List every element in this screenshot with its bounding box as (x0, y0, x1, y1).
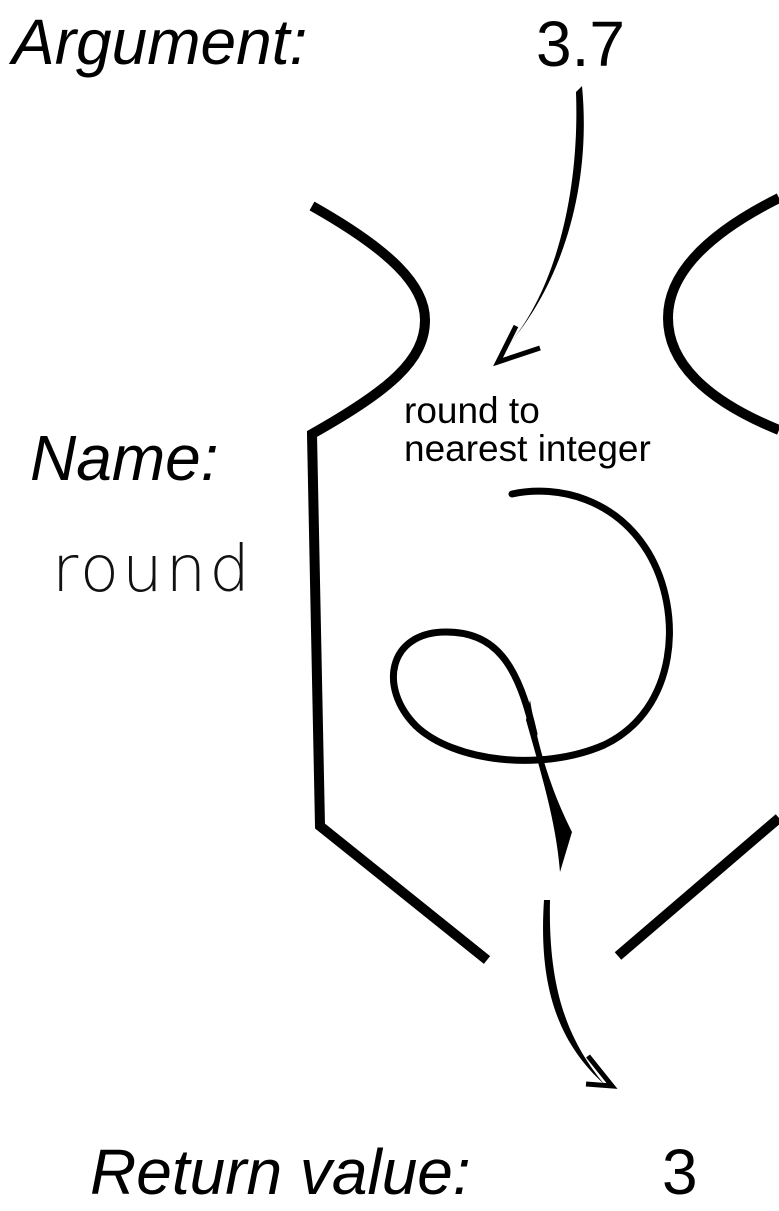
output-arrow-head (586, 1056, 612, 1086)
operation-description: round to nearest integer (404, 392, 651, 468)
operation-line-2: nearest integer (404, 430, 651, 468)
output-arrow (543, 900, 604, 1084)
input-arrow (502, 86, 584, 352)
machine-right-lower-wall (618, 818, 779, 956)
function-name: round (52, 538, 253, 602)
name-label: Name: (30, 426, 219, 490)
operation-line-1: round to (404, 392, 651, 430)
argument-value: 3.7 (536, 12, 625, 76)
processing-loop-tail (526, 700, 572, 872)
argument-label: Argument: (12, 10, 307, 74)
return-value: 3 (662, 1140, 698, 1204)
machine-left-wall (312, 206, 487, 960)
return-value-label: Return value: (90, 1140, 471, 1204)
machine-right-wall (668, 198, 779, 430)
